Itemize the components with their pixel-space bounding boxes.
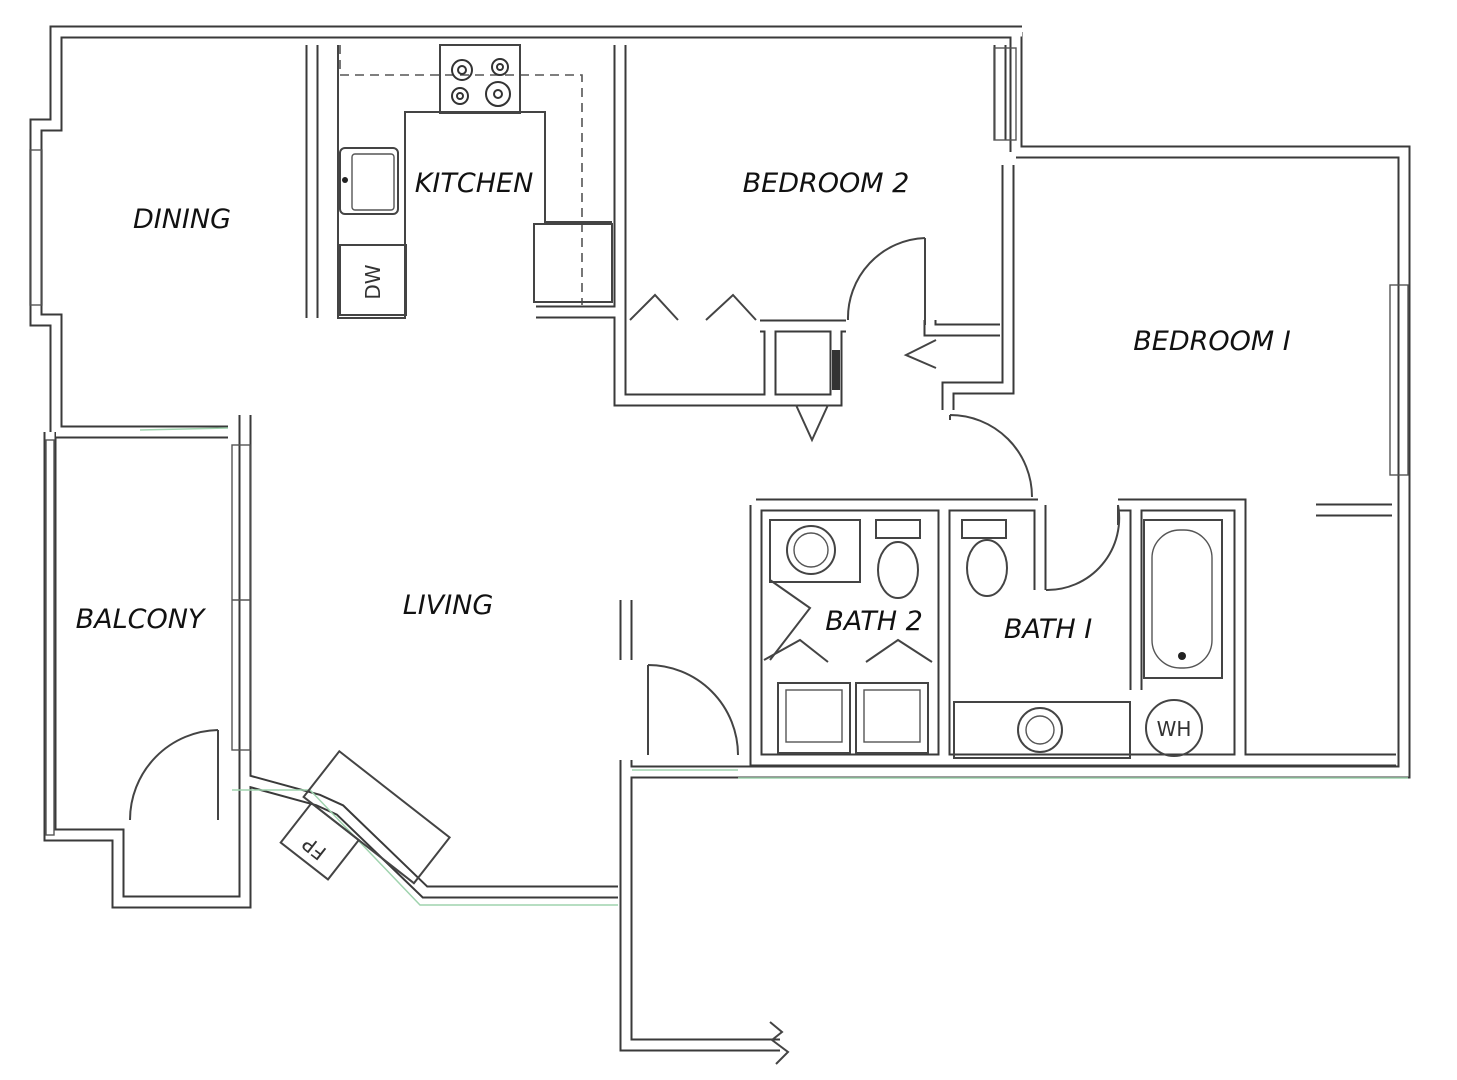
bath2-toilet-icon [875, 519, 921, 539]
room-label-bedroom-1: BEDROOM I [1133, 326, 1291, 357]
dryer-icon [855, 682, 929, 754]
water-heater-icon [1145, 699, 1203, 757]
dishwasher-icon [339, 244, 407, 316]
bath1-sink-icon [1017, 707, 1063, 753]
kitchen-fixtures: DW [337, 44, 613, 319]
bath1-toilet-icon [961, 519, 1007, 539]
room-labels: DINING KITCHEN BEDROOM 2 BEDROOM I LIVIN… [76, 168, 1291, 645]
sink-icon [339, 147, 399, 215]
walls [29, 25, 1411, 1052]
refrigerator-icon [533, 223, 613, 303]
green-property-line [139, 427, 1408, 906]
bath-fixtures: WH [769, 519, 1223, 759]
bath2-sink-icon [786, 525, 836, 575]
room-label-living: LIVING [403, 590, 494, 621]
bathtub-icon [1143, 519, 1223, 679]
water-heater-label: WH [1157, 717, 1192, 741]
room-label-bath-1: BATH I [1004, 614, 1092, 645]
windows [29, 47, 1409, 836]
room-label-dining: DINING [133, 204, 231, 235]
room-label-kitchen: KITCHEN [415, 168, 534, 199]
break-line [769, 1021, 790, 1065]
dishwasher-label: DW [361, 264, 385, 299]
stove-burners [451, 58, 511, 107]
room-label-balcony: BALCONY [76, 604, 207, 635]
washer-icon [777, 682, 851, 754]
room-label-bath-2: BATH 2 [825, 606, 923, 637]
room-label-bedroom-2: BEDROOM 2 [743, 168, 910, 199]
stove-icon [439, 44, 521, 114]
doors [129, 237, 1121, 821]
